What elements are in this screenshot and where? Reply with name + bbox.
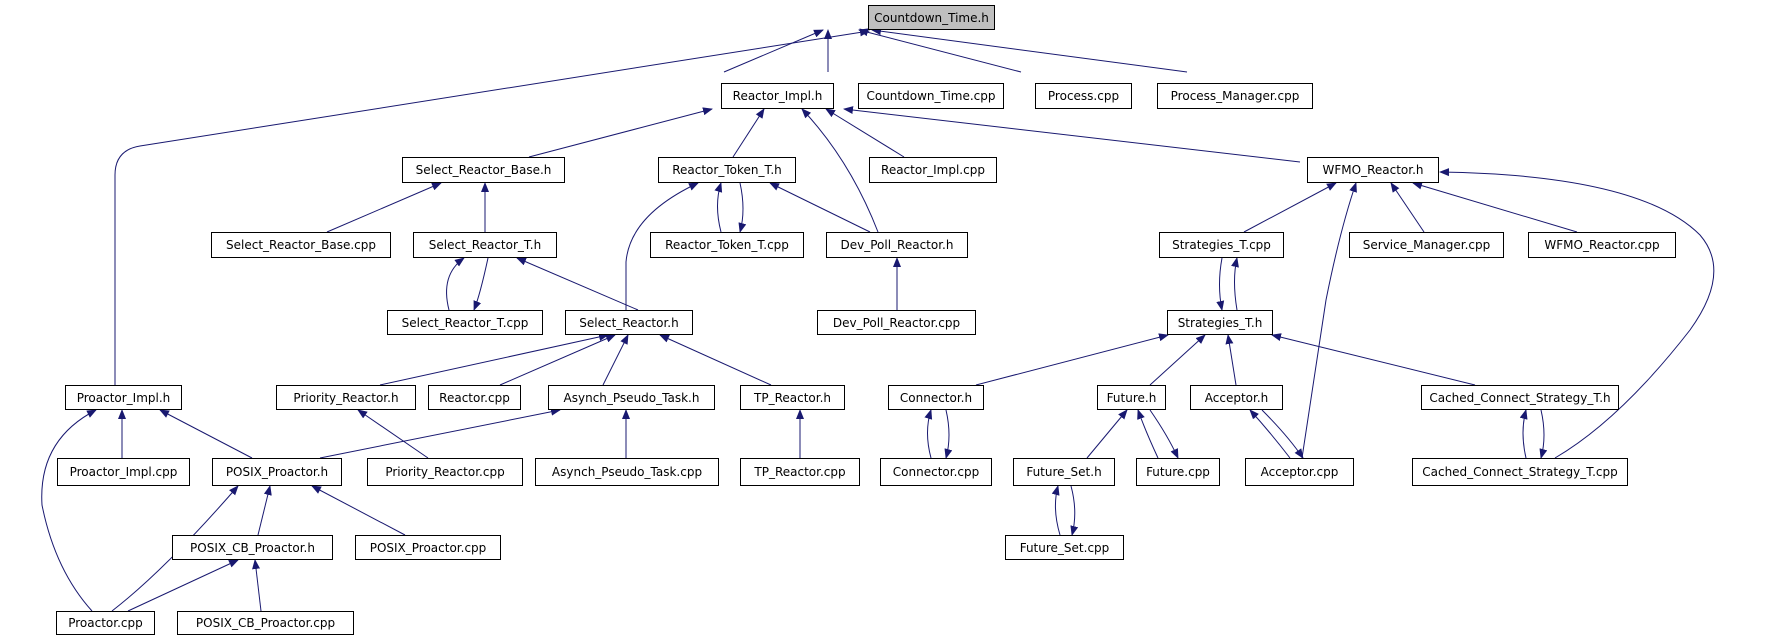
edge-asynch-pseudo-task-h-to-select-reactor-h bbox=[602, 334, 629, 386]
node-select-reactor-t-h[interactable]: Select_Reactor_T.h bbox=[413, 232, 557, 258]
node-connector-cpp[interactable]: Connector.cpp bbox=[880, 458, 992, 486]
edge-future-cpp-to-future-h bbox=[1137, 409, 1159, 459]
edge-posix-cb-proactor-h-to-posix-proactor-h bbox=[257, 485, 272, 536]
node-reactor-token-t-cpp[interactable]: Reactor_Token_T.cpp bbox=[650, 232, 804, 258]
edge-posix-proactor-h-to-asynch-pseudo-task-h bbox=[319, 407, 561, 459]
edge-reactor-impl-h-to-countdown-time-h bbox=[723, 29, 824, 73]
node-strategies-t-cpp[interactable]: Strategies_T.cpp bbox=[1159, 232, 1284, 258]
edge-cached-connect-strategy-t-cpp-to-cached-connect-strategy-t-h bbox=[1519, 409, 1528, 459]
node-future-h[interactable]: Future.h bbox=[1097, 385, 1166, 410]
edge-future-set-h-to-future-set-cpp bbox=[1070, 485, 1079, 536]
node-reactor-token-t-h[interactable]: Reactor_Token_T.h bbox=[658, 157, 796, 183]
node-cached-connect-strategy-t-cpp[interactable]: Cached_Connect_Strategy_T.cpp bbox=[1412, 458, 1628, 486]
node-future-cpp[interactable]: Future.cpp bbox=[1136, 458, 1220, 486]
edge-proactor-cpp-to-proactor-impl-h bbox=[41, 409, 97, 612]
edge-reactor-token-t-h-to-reactor-impl-h bbox=[732, 108, 765, 158]
edge-dev-poll-reactor-h-to-reactor-impl-h bbox=[801, 108, 879, 233]
edge-service-manager-cpp-to-wfmo-reactor-h bbox=[1390, 182, 1425, 233]
node-priority-reactor-h[interactable]: Priority_Reactor.h bbox=[276, 385, 416, 410]
edge-proactor-cpp-to-posix-cb-proactor-h bbox=[127, 559, 239, 612]
node-strategies-t-h[interactable]: Strategies_T.h bbox=[1167, 310, 1273, 335]
edge-dev-poll-reactor-h-to-reactor-token-t-h bbox=[769, 182, 871, 233]
edge-wfmo-reactor-cpp-to-wfmo-reactor-h bbox=[1412, 181, 1578, 233]
node-countdown-time-cpp[interactable]: Countdown_Time.cpp bbox=[858, 83, 1004, 109]
edge-posix-proactor-cpp-to-posix-proactor-h bbox=[311, 485, 406, 536]
edge-select-reactor-h-to-select-reactor-t-h bbox=[516, 257, 639, 311]
edge-select-reactor-base-cpp-to-select-reactor-base-h bbox=[326, 182, 442, 233]
edge-wfmo-reactor-h-to-reactor-impl-h bbox=[843, 106, 1301, 163]
edge-acceptor-cpp-to-wfmo-reactor-h bbox=[1301, 182, 1357, 459]
node-priority-reactor-cpp[interactable]: Priority_Reactor.cpp bbox=[367, 458, 523, 486]
node-tp-reactor-cpp[interactable]: TP_Reactor.cpp bbox=[740, 458, 860, 486]
node-connector-h[interactable]: Connector.h bbox=[888, 385, 984, 410]
node-asynch-pseudo-task-cpp[interactable]: Asynch_Pseudo_Task.cpp bbox=[535, 458, 719, 486]
node-wfmo-reactor-h[interactable]: WFMO_Reactor.h bbox=[1307, 157, 1439, 183]
edge-future-h-to-future-cpp bbox=[1149, 409, 1179, 459]
node-dev-poll-reactor-h[interactable]: Dev_Poll_Reactor.h bbox=[826, 232, 968, 258]
edge-priority-reactor-h-to-select-reactor-h bbox=[379, 333, 609, 386]
node-reactor-impl-cpp[interactable]: Reactor_Impl.cpp bbox=[869, 157, 997, 183]
edge-cached-connect-strategy-t-h-to-strategies-t-h bbox=[1271, 333, 1476, 386]
node-proactor-cpp[interactable]: Proactor.cpp bbox=[56, 611, 155, 635]
node-asynch-pseudo-task-h[interactable]: Asynch_Pseudo_Task.h bbox=[548, 385, 715, 410]
node-wfmo-reactor-cpp[interactable]: WFMO_Reactor.cpp bbox=[1528, 232, 1676, 258]
node-posix-cb-proactor-h[interactable]: POSIX_CB_Proactor.h bbox=[172, 535, 333, 560]
edge-reactor-cpp-to-select-reactor-h bbox=[499, 334, 616, 386]
edge-reactor-token-t-h-to-reactor-token-t-cpp bbox=[738, 182, 747, 233]
edge-select-reactor-base-h-to-reactor-impl-h bbox=[528, 107, 713, 158]
edge-future-h-to-strategies-t-h bbox=[1149, 334, 1206, 386]
node-reactor-impl-h[interactable]: Reactor_Impl.h bbox=[721, 83, 834, 109]
edge-strategies-t-h-to-strategies-t-cpp bbox=[1231, 257, 1239, 311]
edge-cached-connect-strategy-t-h-to-cached-connect-strategy-t-cpp bbox=[1539, 409, 1548, 459]
node-future-set-cpp[interactable]: Future_Set.cpp bbox=[1005, 535, 1124, 560]
node-proactor-impl-cpp[interactable]: Proactor_Impl.cpp bbox=[57, 458, 190, 486]
node-dev-poll-reactor-cpp[interactable]: Dev_Poll_Reactor.cpp bbox=[817, 310, 976, 335]
node-posix-proactor-h[interactable]: POSIX_Proactor.h bbox=[212, 458, 342, 486]
node-service-manager-cpp[interactable]: Service_Manager.cpp bbox=[1349, 232, 1504, 258]
edge-select-reactor-h-to-reactor-token-t-h bbox=[625, 182, 699, 310]
edge-reactor-token-t-cpp-to-reactor-token-t-h bbox=[714, 182, 723, 233]
edge-future-set-cpp-to-future-set-h bbox=[1051, 485, 1061, 536]
edge-acceptor-h-to-strategies-t-h bbox=[1225, 334, 1237, 386]
node-posix-cb-proactor-cpp[interactable]: POSIX_CB_Proactor.cpp bbox=[177, 611, 354, 635]
edge-process-manager-cpp-to-countdown-time-h bbox=[871, 27, 1188, 73]
node-select-reactor-base-h[interactable]: Select_Reactor_Base.h bbox=[402, 157, 565, 183]
node-select-reactor-t-cpp[interactable]: Select_Reactor_T.cpp bbox=[387, 310, 543, 335]
edge-proactor-impl-h-to-countdown-time-h bbox=[114, 28, 870, 385]
edge-strategies-t-cpp-to-strategies-t-h bbox=[1216, 257, 1225, 311]
edge-reactor-impl-cpp-to-reactor-impl-h bbox=[825, 108, 905, 158]
edge-acceptor-h-to-acceptor-cpp bbox=[1261, 409, 1304, 459]
edge-cached-connect-strategy-t-cpp-to-wfmo-reactor-h bbox=[1439, 168, 1715, 459]
edge-posix-proactor-h-to-proactor-impl-h bbox=[159, 409, 253, 459]
node-acceptor-h[interactable]: Acceptor.h bbox=[1190, 385, 1283, 410]
node-process-cpp[interactable]: Process.cpp bbox=[1035, 83, 1132, 109]
edge-select-reactor-t-cpp-to-select-reactor-t-h bbox=[446, 257, 465, 311]
node-acceptor-cpp[interactable]: Acceptor.cpp bbox=[1245, 458, 1354, 486]
edge-strategies-t-cpp-to-wfmo-reactor-h bbox=[1243, 182, 1337, 233]
node-posix-proactor-cpp[interactable]: POSIX_Proactor.cpp bbox=[355, 535, 501, 560]
edge-proactor-cpp-to-posix-proactor-h bbox=[111, 485, 239, 612]
node-process-manager-cpp[interactable]: Process_Manager.cpp bbox=[1157, 83, 1313, 109]
edge-process-cpp-to-countdown-time-h bbox=[858, 28, 1022, 73]
edge-connector-cpp-to-connector-h bbox=[924, 409, 933, 459]
node-proactor-impl-h[interactable]: Proactor_Impl.h bbox=[65, 385, 182, 410]
node-future-set-h[interactable]: Future_Set.h bbox=[1013, 458, 1115, 486]
edge-acceptor-cpp-to-acceptor-h bbox=[1249, 409, 1291, 459]
edge-tp-reactor-h-to-select-reactor-h bbox=[659, 334, 772, 386]
node-select-reactor-h[interactable]: Select_Reactor.h bbox=[565, 310, 693, 335]
node-select-reactor-base-cpp[interactable]: Select_Reactor_Base.cpp bbox=[211, 232, 391, 258]
node-tp-reactor-h[interactable]: TP_Reactor.h bbox=[740, 385, 845, 410]
edge-posix-cb-proactor-cpp-to-posix-cb-proactor-h bbox=[252, 559, 262, 612]
edge-priority-reactor-cpp-to-priority-reactor-h bbox=[357, 409, 429, 459]
node-countdown-time-h[interactable]: Countdown_Time.h bbox=[868, 5, 995, 30]
edge-connector-h-to-strategies-t-h bbox=[975, 333, 1169, 386]
edge-select-reactor-t-h-to-select-reactor-t-cpp bbox=[473, 257, 489, 311]
node-reactor-cpp[interactable]: Reactor.cpp bbox=[428, 385, 521, 410]
edge-connector-h-to-connector-cpp bbox=[944, 409, 953, 459]
edge-future-set-h-to-future-h bbox=[1086, 409, 1128, 459]
node-cached-connect-strategy-t-h[interactable]: Cached_Connect_Strategy_T.h bbox=[1421, 385, 1619, 410]
